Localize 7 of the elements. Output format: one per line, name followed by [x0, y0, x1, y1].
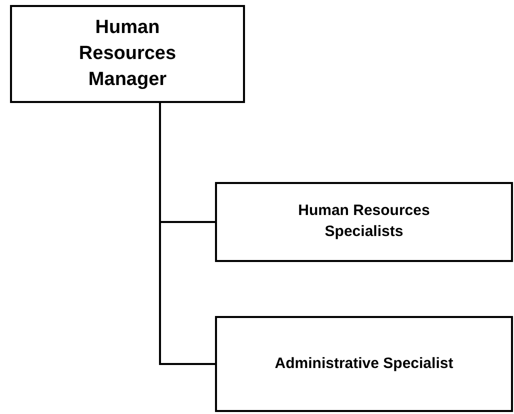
connector-line	[159, 103, 215, 365]
org-box	[10, 5, 245, 103]
role-title: Human Resources Specialists	[297, 201, 431, 242]
org-box	[215, 182, 513, 262]
role-title: Administrative Specialist	[274, 354, 454, 374]
org-box	[215, 316, 513, 412]
role-title: Human Resources Manager	[78, 16, 178, 92]
